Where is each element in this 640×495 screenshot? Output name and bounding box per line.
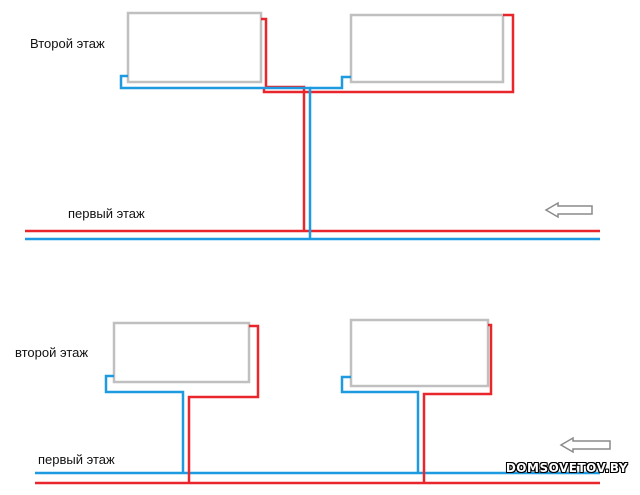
- radiator-top-left: [126, 11, 263, 84]
- return-pipe-top-right: [310, 75, 351, 90]
- label-top-second-floor: Второй этаж: [30, 36, 105, 51]
- radiator-top-right: [349, 13, 505, 84]
- return-pipe-top-left: [119, 74, 312, 239]
- flow-arrow-bottom: [559, 436, 611, 454]
- flow-arrow-top: [544, 201, 593, 219]
- label-top-first-floor: первый этаж: [68, 206, 145, 221]
- return-pipe-bottom-right: [340, 375, 420, 473]
- top-scheme: [25, 11, 600, 241]
- watermark: DOMSOVETOV.BY: [505, 461, 628, 475]
- supply-pipe-bottom-right: [422, 323, 493, 483]
- radiator-bottom-right: [349, 318, 490, 388]
- supply-pipe-bottom-left: [187, 324, 260, 483]
- supply-pipe-top-right: [262, 13, 515, 94]
- bottom-scheme: [35, 318, 611, 485]
- return-pipe-bottom-left: [104, 374, 185, 473]
- label-bottom-first-floor: первый этаж: [38, 452, 115, 467]
- radiator-bottom-left: [112, 321, 251, 384]
- supply-pipe-top-left: [261, 17, 306, 231]
- label-bottom-second-floor: второй этаж: [15, 345, 89, 360]
